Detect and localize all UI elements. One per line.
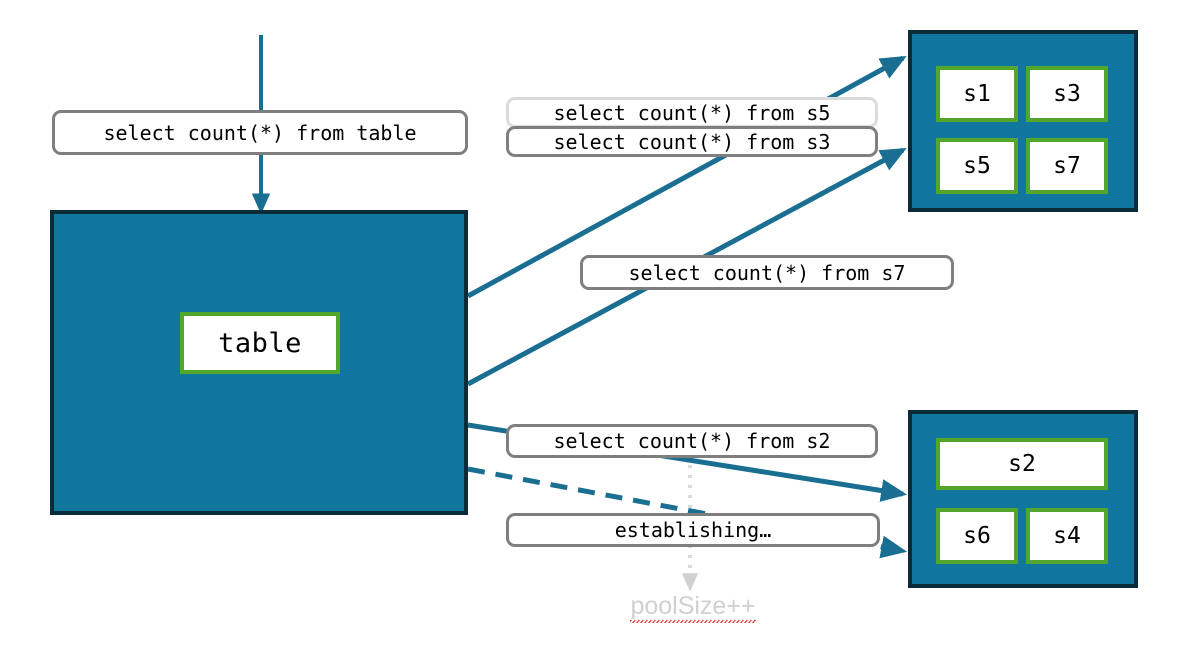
callout-query-s5[interactable]: select count(*) from s5: [506, 97, 878, 128]
callout-query-s2[interactable]: select count(*) from s2: [506, 424, 878, 458]
annotation-poolsize: poolSize++: [593, 592, 793, 624]
callout-query-table[interactable]: select count(*) from table: [52, 110, 468, 155]
pool-cell-s7[interactable]: s7: [1026, 138, 1108, 194]
annotation-poolsize-text: poolSize++: [630, 592, 756, 624]
pool-cell-s3[interactable]: s3: [1026, 66, 1108, 122]
pool-cell-s1[interactable]: s1: [936, 66, 1018, 122]
pool-cell-s5[interactable]: s5: [936, 138, 1018, 194]
pool-cell-s4[interactable]: s4: [1026, 508, 1108, 564]
callout-query-s3[interactable]: select count(*) from s3: [506, 126, 878, 157]
node-table[interactable]: table: [180, 312, 340, 374]
pool-cell-s2[interactable]: s2: [936, 438, 1108, 490]
callout-query-s7[interactable]: select count(*) from s7: [580, 255, 954, 290]
pool-cell-s6[interactable]: s6: [936, 508, 1018, 564]
callout-establishing[interactable]: establishing…: [506, 513, 880, 547]
